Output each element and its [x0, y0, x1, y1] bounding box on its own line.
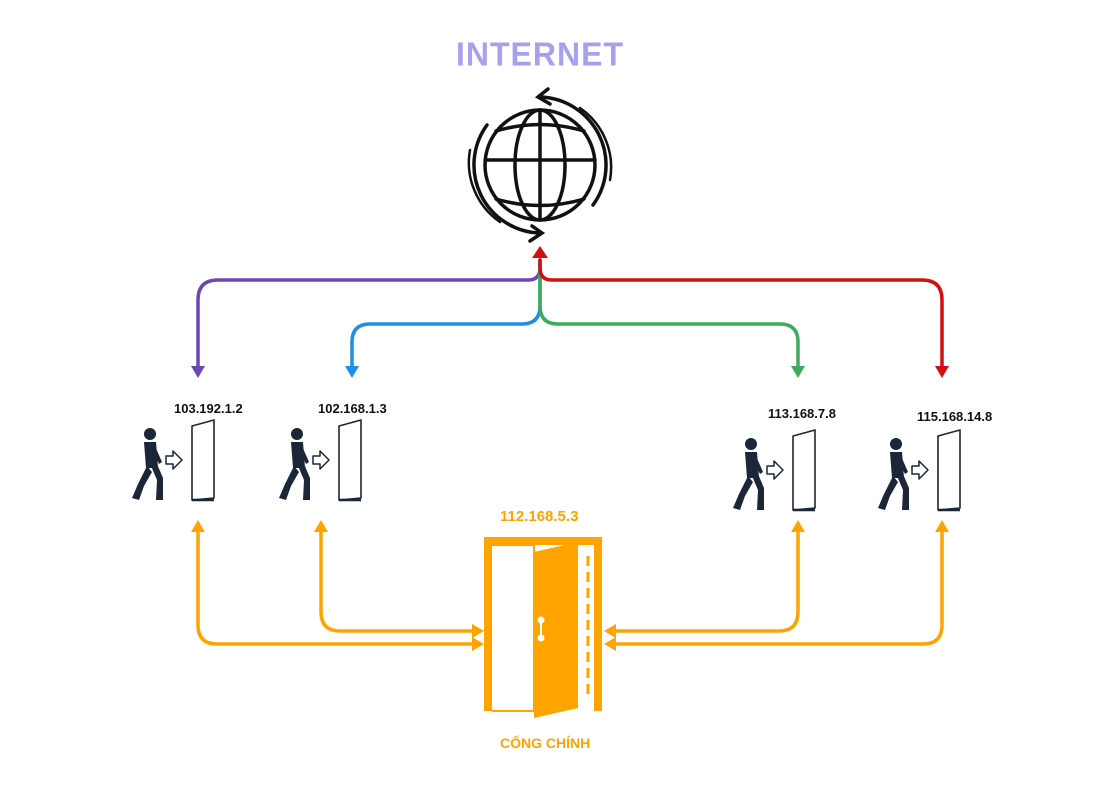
gateway-arrowhead-up-3	[791, 520, 805, 532]
arrowhead-3	[791, 366, 805, 378]
gateway-arrowhead-left-2	[604, 637, 616, 651]
person-walking-to-door-icon	[733, 429, 816, 512]
link-line-2	[350, 258, 542, 372]
gateway-name: CỔNG CHÍNH	[500, 735, 591, 751]
gateway-line-3	[610, 526, 800, 633]
globe-icon	[467, 87, 613, 243]
gateway-door-icon	[484, 537, 602, 718]
person-walking-to-door-icon	[878, 429, 961, 512]
gateway-arrowhead-right-2	[472, 624, 484, 638]
gateway-arrowhead-left-1	[604, 624, 616, 638]
node-ip-4: 115.168.14.8	[917, 409, 993, 424]
link-line-1	[196, 258, 542, 372]
arrowhead-4	[935, 366, 949, 378]
node-ip-2: 102.168.1.3	[318, 401, 387, 416]
person-walking-to-door-icon	[279, 419, 362, 502]
gateway-arrowhead-right-1	[472, 637, 484, 651]
gateway-arrowhead-up-4	[935, 520, 949, 532]
gateway-ip: 112.168.5.3	[500, 508, 579, 525]
link-line-4	[538, 258, 944, 372]
gateway-arrowhead-up-2	[314, 520, 328, 532]
arrowhead-2	[345, 366, 359, 378]
gateway-line-4	[610, 526, 944, 646]
up-arrowhead	[532, 246, 548, 258]
node-ip-3: 113.168.7.8	[768, 406, 836, 421]
gateway-arrowhead-up-1	[191, 520, 205, 532]
gateway-line-1	[196, 526, 478, 646]
person-walking-to-door-icon	[132, 419, 215, 502]
gateway-line-2	[319, 526, 478, 633]
arrowhead-1	[191, 366, 205, 378]
link-line-3	[538, 258, 800, 372]
internet-title: INTERNET	[456, 35, 624, 73]
node-ip-1: 103.192.1.2	[174, 401, 243, 416]
